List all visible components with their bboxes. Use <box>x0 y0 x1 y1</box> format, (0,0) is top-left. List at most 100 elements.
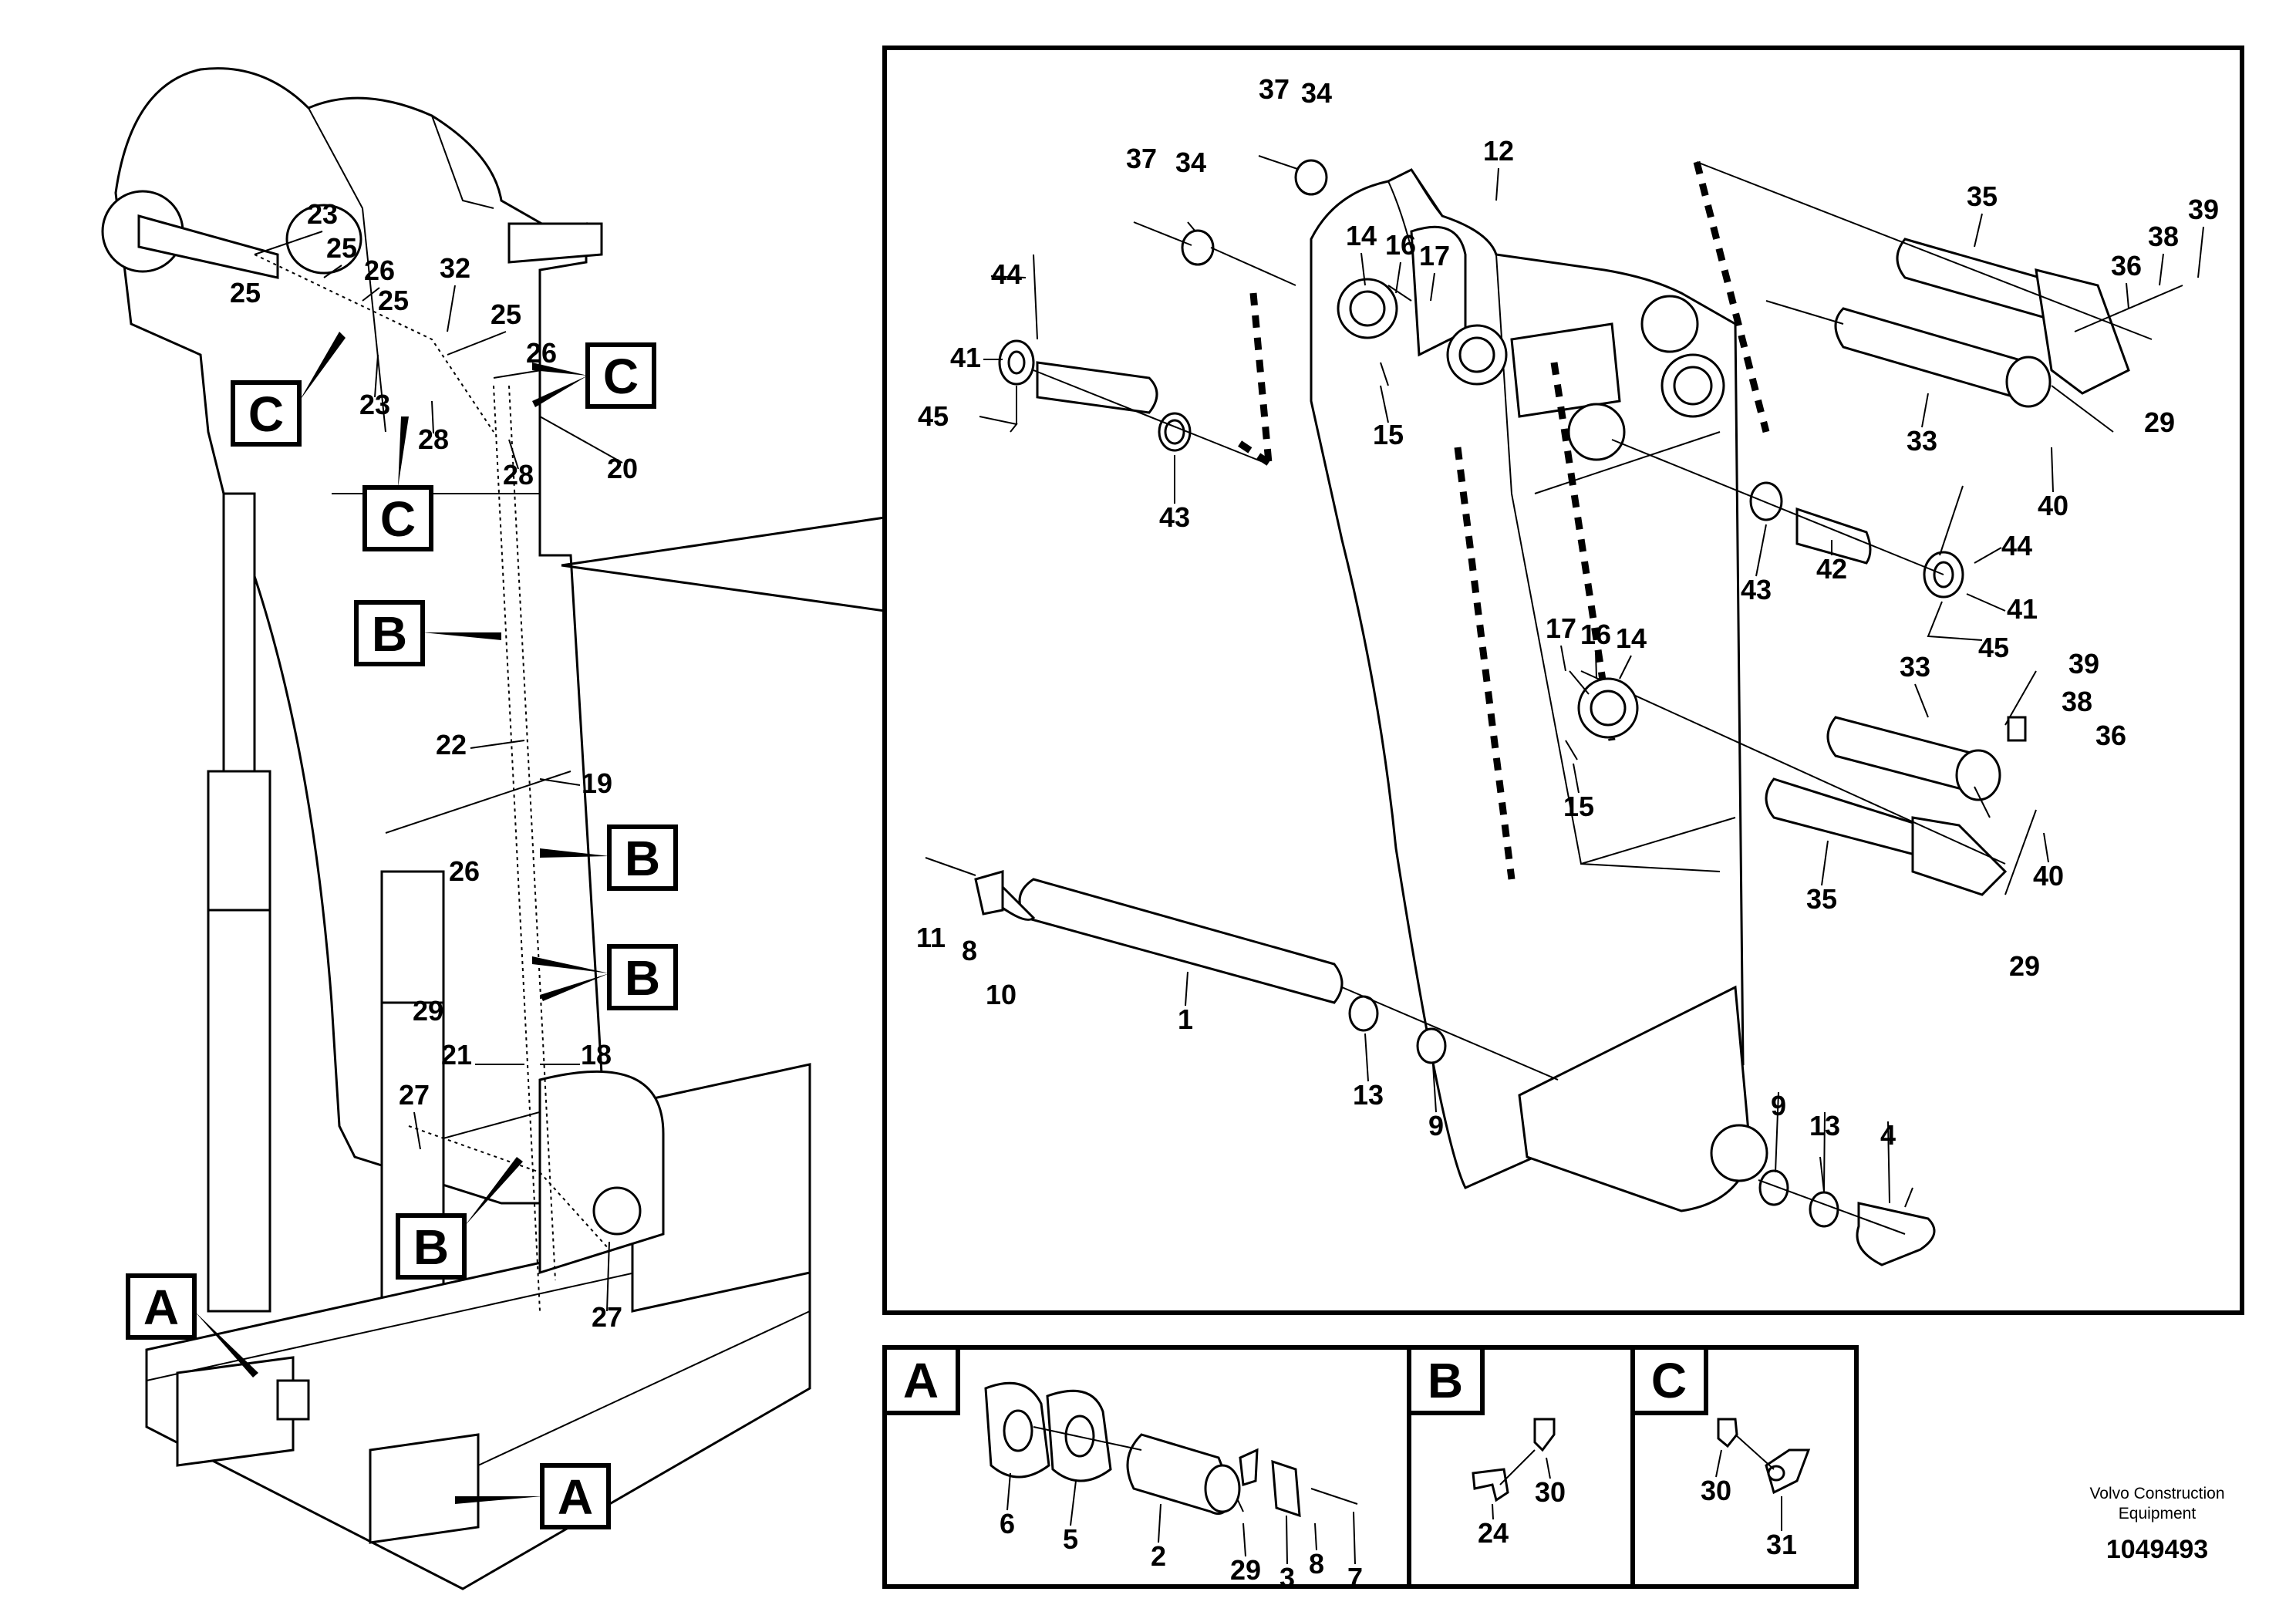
label-16b: 16 <box>1580 619 1611 650</box>
label-29b: 29 <box>2144 406 2175 438</box>
label-45: 45 <box>918 400 949 432</box>
label-14b: 14 <box>1616 622 1647 654</box>
label-44b: 44 <box>2001 530 2032 561</box>
label-40: 40 <box>2038 490 2068 521</box>
label-32: 32 <box>440 252 470 284</box>
doc-number: 1049493 <box>2106 1535 2208 1564</box>
label-34: 34 <box>1301 77 1332 109</box>
label-14: 14 <box>1346 220 1377 251</box>
label-9: 9 <box>1428 1110 1444 1141</box>
boom-overview <box>101 67 811 1590</box>
label-29: 29 <box>413 995 443 1027</box>
publisher-block: Volvo Construction Equipment 1049493 <box>2089 1485 2224 1564</box>
callout-a2: A <box>558 1469 593 1525</box>
label-20: 20 <box>607 453 638 484</box>
label-8b: 8 <box>1309 1548 1324 1580</box>
exploded-labels: 37 34 37 34 12 14 16 17 44 41 45 15 43 3… <box>916 73 2219 1204</box>
label-30b: 30 <box>1701 1475 1731 1506</box>
label-15b: 15 <box>1563 791 1594 822</box>
overview-labels: 23 25 26 25 32 25 25 26 23 28 28 20 22 1… <box>230 198 638 1333</box>
callout-box-c1 <box>231 380 302 447</box>
label-26b: 26 <box>526 337 557 369</box>
label-43: 43 <box>1159 501 1190 533</box>
callout-b4: B <box>413 1219 449 1275</box>
label-38b: 38 <box>2062 686 2092 717</box>
label-35: 35 <box>1967 180 1998 212</box>
label-21: 21 <box>441 1039 472 1071</box>
label-12: 12 <box>1483 135 1514 167</box>
callout-c3: C <box>380 491 416 547</box>
label-43b: 43 <box>1741 574 1772 605</box>
label-26c: 26 <box>449 855 480 887</box>
label-18: 18 <box>581 1039 612 1071</box>
label-29d: 29 <box>1230 1554 1261 1586</box>
exploded-view <box>925 155 2183 1266</box>
label-15: 15 <box>1373 419 1404 450</box>
label-37b: 37 <box>1126 143 1157 174</box>
publisher-line2: Equipment <box>2119 1505 2197 1523</box>
label-34b: 34 <box>1175 147 1206 178</box>
callout-b1: B <box>372 606 407 662</box>
callout-box-c2 <box>585 342 656 409</box>
label-17: 17 <box>1419 240 1450 271</box>
overview-callouts: C C C B B B B A A <box>126 332 678 1529</box>
detail-c-parts: 30 31 <box>1701 1418 1811 1560</box>
label-45b: 45 <box>1978 632 2009 663</box>
label-5: 5 <box>1063 1523 1078 1555</box>
label-2: 2 <box>1151 1540 1166 1572</box>
callout-c2: C <box>603 349 639 404</box>
label-35b: 35 <box>1806 883 1837 915</box>
label-39b: 39 <box>2068 648 2099 679</box>
label-36b: 36 <box>2095 720 2126 751</box>
label-3: 3 <box>1279 1562 1295 1593</box>
label-24: 24 <box>1478 1517 1509 1549</box>
callout-box-b2 <box>607 824 678 891</box>
label-38: 38 <box>2148 221 2179 252</box>
label-40b: 40 <box>2033 860 2064 892</box>
label-1: 1 <box>1178 1003 1193 1035</box>
label-41b: 41 <box>2007 593 2038 625</box>
label-25c: 25 <box>378 285 409 316</box>
callout-box-a1 <box>126 1273 197 1340</box>
label-37: 37 <box>1259 73 1290 105</box>
label-22: 22 <box>436 729 467 760</box>
callout-box-b4 <box>396 1213 467 1280</box>
label-28b: 28 <box>503 459 534 491</box>
label-10: 10 <box>986 979 1017 1010</box>
label-44: 44 <box>991 258 1022 290</box>
label-26: 26 <box>364 255 395 286</box>
callout-c1: C <box>248 386 284 442</box>
detail-label-b: B <box>1428 1353 1463 1408</box>
label-17b: 17 <box>1546 612 1576 644</box>
label-41: 41 <box>950 342 981 373</box>
label-23: 23 <box>307 198 338 230</box>
label-19: 19 <box>582 767 612 799</box>
zoom-lines <box>561 516 885 612</box>
label-27: 27 <box>399 1079 430 1111</box>
label-33: 33 <box>1907 425 1937 457</box>
label-30: 30 <box>1535 1476 1566 1508</box>
detail-a-parts: 6 5 2 29 3 8 7 <box>984 1381 1363 1593</box>
label-13: 13 <box>1353 1079 1384 1111</box>
detail-b-parts: 24 30 <box>1472 1418 1566 1549</box>
callout-a1: A <box>143 1280 179 1335</box>
label-6: 6 <box>1000 1508 1015 1539</box>
label-33b: 33 <box>1900 651 1930 683</box>
callout-box-a2 <box>540 1463 611 1529</box>
label-25: 25 <box>326 232 357 264</box>
label-25b: 25 <box>230 277 261 309</box>
callout-box-b1 <box>354 600 425 666</box>
label-16: 16 <box>1385 229 1416 261</box>
callout-b2: B <box>625 831 660 886</box>
label-39: 39 <box>2188 194 2219 225</box>
label-36: 36 <box>2111 250 2142 282</box>
label-11: 11 <box>916 922 946 953</box>
callout-box-b3 <box>607 944 678 1010</box>
label-42: 42 <box>1816 553 1847 585</box>
label-7: 7 <box>1347 1562 1363 1593</box>
detail-label-c: C <box>1651 1353 1687 1408</box>
label-8: 8 <box>962 935 977 966</box>
detail-label-a: A <box>903 1353 939 1408</box>
callout-b3: B <box>625 950 660 1006</box>
